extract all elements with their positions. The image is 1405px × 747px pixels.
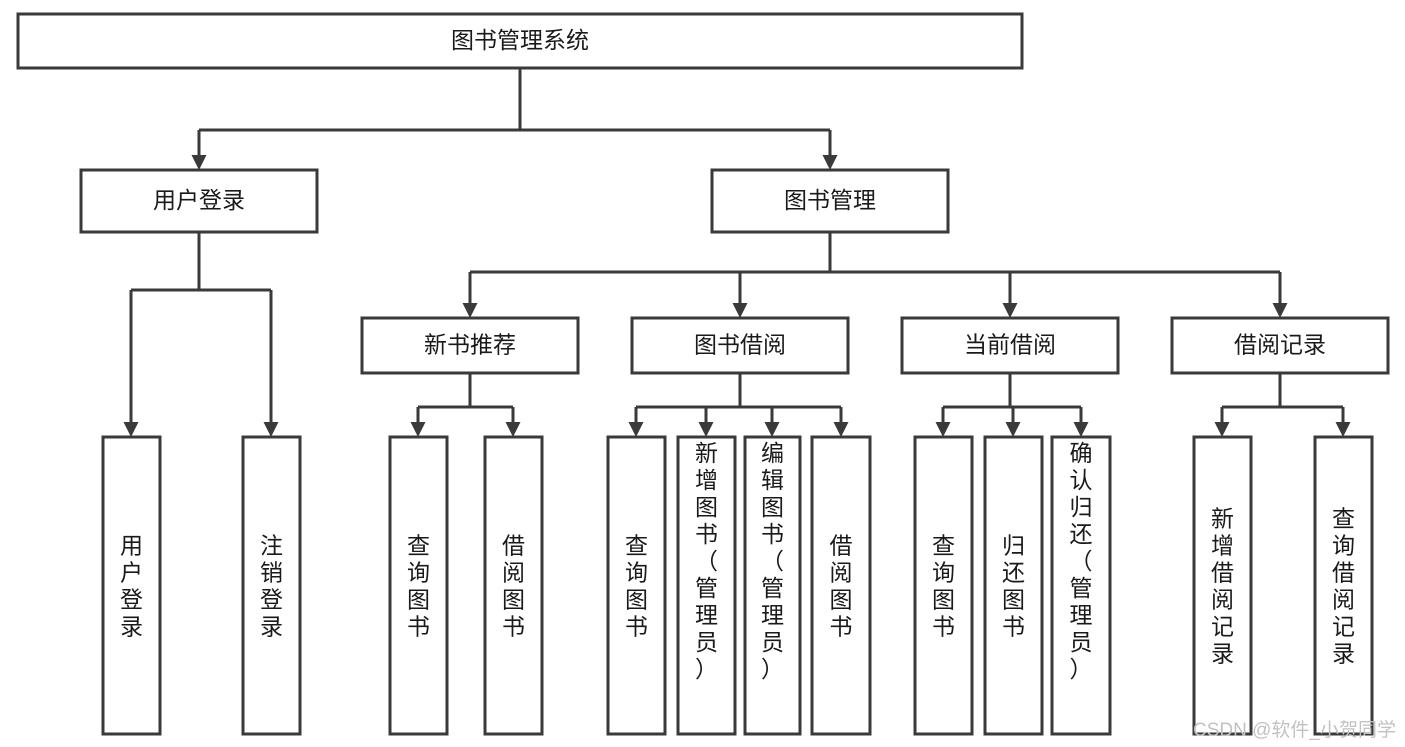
arrow-head-new-book-to-leaf-1 [410,422,426,437]
node-label: 编辑图书（管理员） [761,440,784,682]
arrow-head-current-to-leaf-2 [1005,422,1021,437]
node-label: 查询图书 [932,533,955,640]
node-box[interactable] [16,12,1024,70]
arrow-head-new-book-to-leaf-2 [505,422,521,437]
arrow-head-user-login-to-leaf-1 [123,422,139,437]
arrow-head-book-mgmt-to-cat-1 [462,303,478,318]
node-label: 查询图书 [625,533,648,640]
node-label: 归还图书 [1002,533,1025,640]
node-label: 图书借阅 [694,332,786,358]
node-label: 新增借阅记录 [1211,506,1234,667]
node-box[interactable] [606,435,667,736]
leaf-node-查询图书-8[interactable]: 查询图书 [913,435,974,736]
node-label: 查询图书 [407,533,430,640]
arrow-head-record-to-leaf-2 [1335,422,1351,437]
leaf-node-归还图书-9[interactable]: 归还图书 [983,435,1044,736]
node-box[interactable] [1192,435,1253,736]
node-box[interactable] [743,435,802,736]
node-box[interactable] [1313,435,1374,736]
node-label: 图书管理 [784,187,876,213]
module-node-图书管理-1[interactable]: 图书管理 [710,168,950,234]
leaf-node-借阅图书-7[interactable]: 借阅图书 [810,435,872,736]
category-node-新书推荐-0[interactable]: 新书推荐 [360,316,580,375]
node-label: 新书推荐 [424,332,516,358]
node-layer: 图书管理系统用户登录图书管理新书推荐图书借阅当前借阅借阅记录用户登录注销登录查询… [16,12,1390,736]
node-label: 借阅记录 [1234,332,1326,358]
node-label: 用户登录 [120,533,143,640]
leaf-node-新增借阅记录-11[interactable]: 新增借阅记录 [1192,435,1253,736]
arrow-head-user-login-to-leaf-2 [263,422,279,437]
node-label: 新增图书（管理员） [695,440,718,682]
module-node-用户登录-0[interactable]: 用户登录 [79,168,319,234]
node-box[interactable] [360,316,580,375]
node-box[interactable] [810,435,872,736]
node-label: 借阅图书 [830,533,853,640]
node-box[interactable] [388,435,449,736]
category-node-图书借阅-1[interactable]: 图书借阅 [630,316,850,375]
arrow-head-borrow-to-leaf-4 [833,422,849,437]
node-box[interactable] [1170,316,1390,375]
node-label: 图书管理系统 [451,27,589,53]
node-box[interactable] [710,168,950,234]
arrow-head-book-mgmt-to-cat-2 [732,303,748,318]
connector-layer [123,68,1351,437]
arrow-head-root-to-user-login [191,155,207,170]
leaf-node-注销登录-1[interactable]: 注销登录 [241,435,302,736]
node-box[interactable] [101,435,162,736]
node-box[interactable] [483,435,544,736]
leaf-node-查询图书-2[interactable]: 查询图书 [388,435,449,736]
leaf-node-借阅图书-3[interactable]: 借阅图书 [483,435,544,736]
arrow-head-book-mgmt-to-cat-4 [1272,303,1288,318]
node-box[interactable] [913,435,974,736]
arrow-head-borrow-to-leaf-2 [698,422,714,437]
node-box[interactable] [79,168,319,234]
node-label: 确认归还（管理员） [1070,440,1093,682]
node-box[interactable] [630,316,850,375]
node-box[interactable] [983,435,1044,736]
node-label: 用户登录 [153,187,245,213]
arrow-head-record-to-leaf-1 [1214,422,1230,437]
leaf-node-确认归还-管理员-10[interactable]: 确认归还（管理员） [1050,435,1112,736]
category-node-当前借阅-2[interactable]: 当前借阅 [900,316,1120,375]
category-node-借阅记录-3[interactable]: 借阅记录 [1170,316,1390,375]
node-box[interactable] [676,435,737,736]
arrow-head-root-to-book-mgmt [822,155,838,170]
node-box[interactable] [900,316,1120,375]
node-box[interactable] [1050,435,1112,736]
root-node-图书管理系统[interactable]: 图书管理系统 [16,12,1024,70]
leaf-node-查询借阅记录-12[interactable]: 查询借阅记录 [1313,435,1374,736]
node-label: 注销登录 [260,533,283,640]
arrow-head-book-mgmt-to-cat-3 [1002,303,1018,318]
arrow-head-borrow-to-leaf-1 [628,422,644,437]
node-label: 借阅图书 [502,533,525,640]
node-label: 当前借阅 [964,332,1056,358]
arrow-head-current-to-leaf-3 [1073,422,1089,437]
leaf-node-新增图书-管理员-5[interactable]: 新增图书（管理员） [676,435,737,736]
watermark-label: CSDN @软件_小贺同学 [1193,719,1396,741]
leaf-node-用户登录-0[interactable]: 用户登录 [101,435,162,736]
arrow-head-current-to-leaf-1 [935,422,951,437]
arrow-head-borrow-to-leaf-3 [764,422,780,437]
leaf-node-查询图书-4[interactable]: 查询图书 [606,435,667,736]
node-box[interactable] [241,435,302,736]
node-label: 查询借阅记录 [1332,506,1355,667]
leaf-node-编辑图书-管理员-6[interactable]: 编辑图书（管理员） [743,435,802,736]
